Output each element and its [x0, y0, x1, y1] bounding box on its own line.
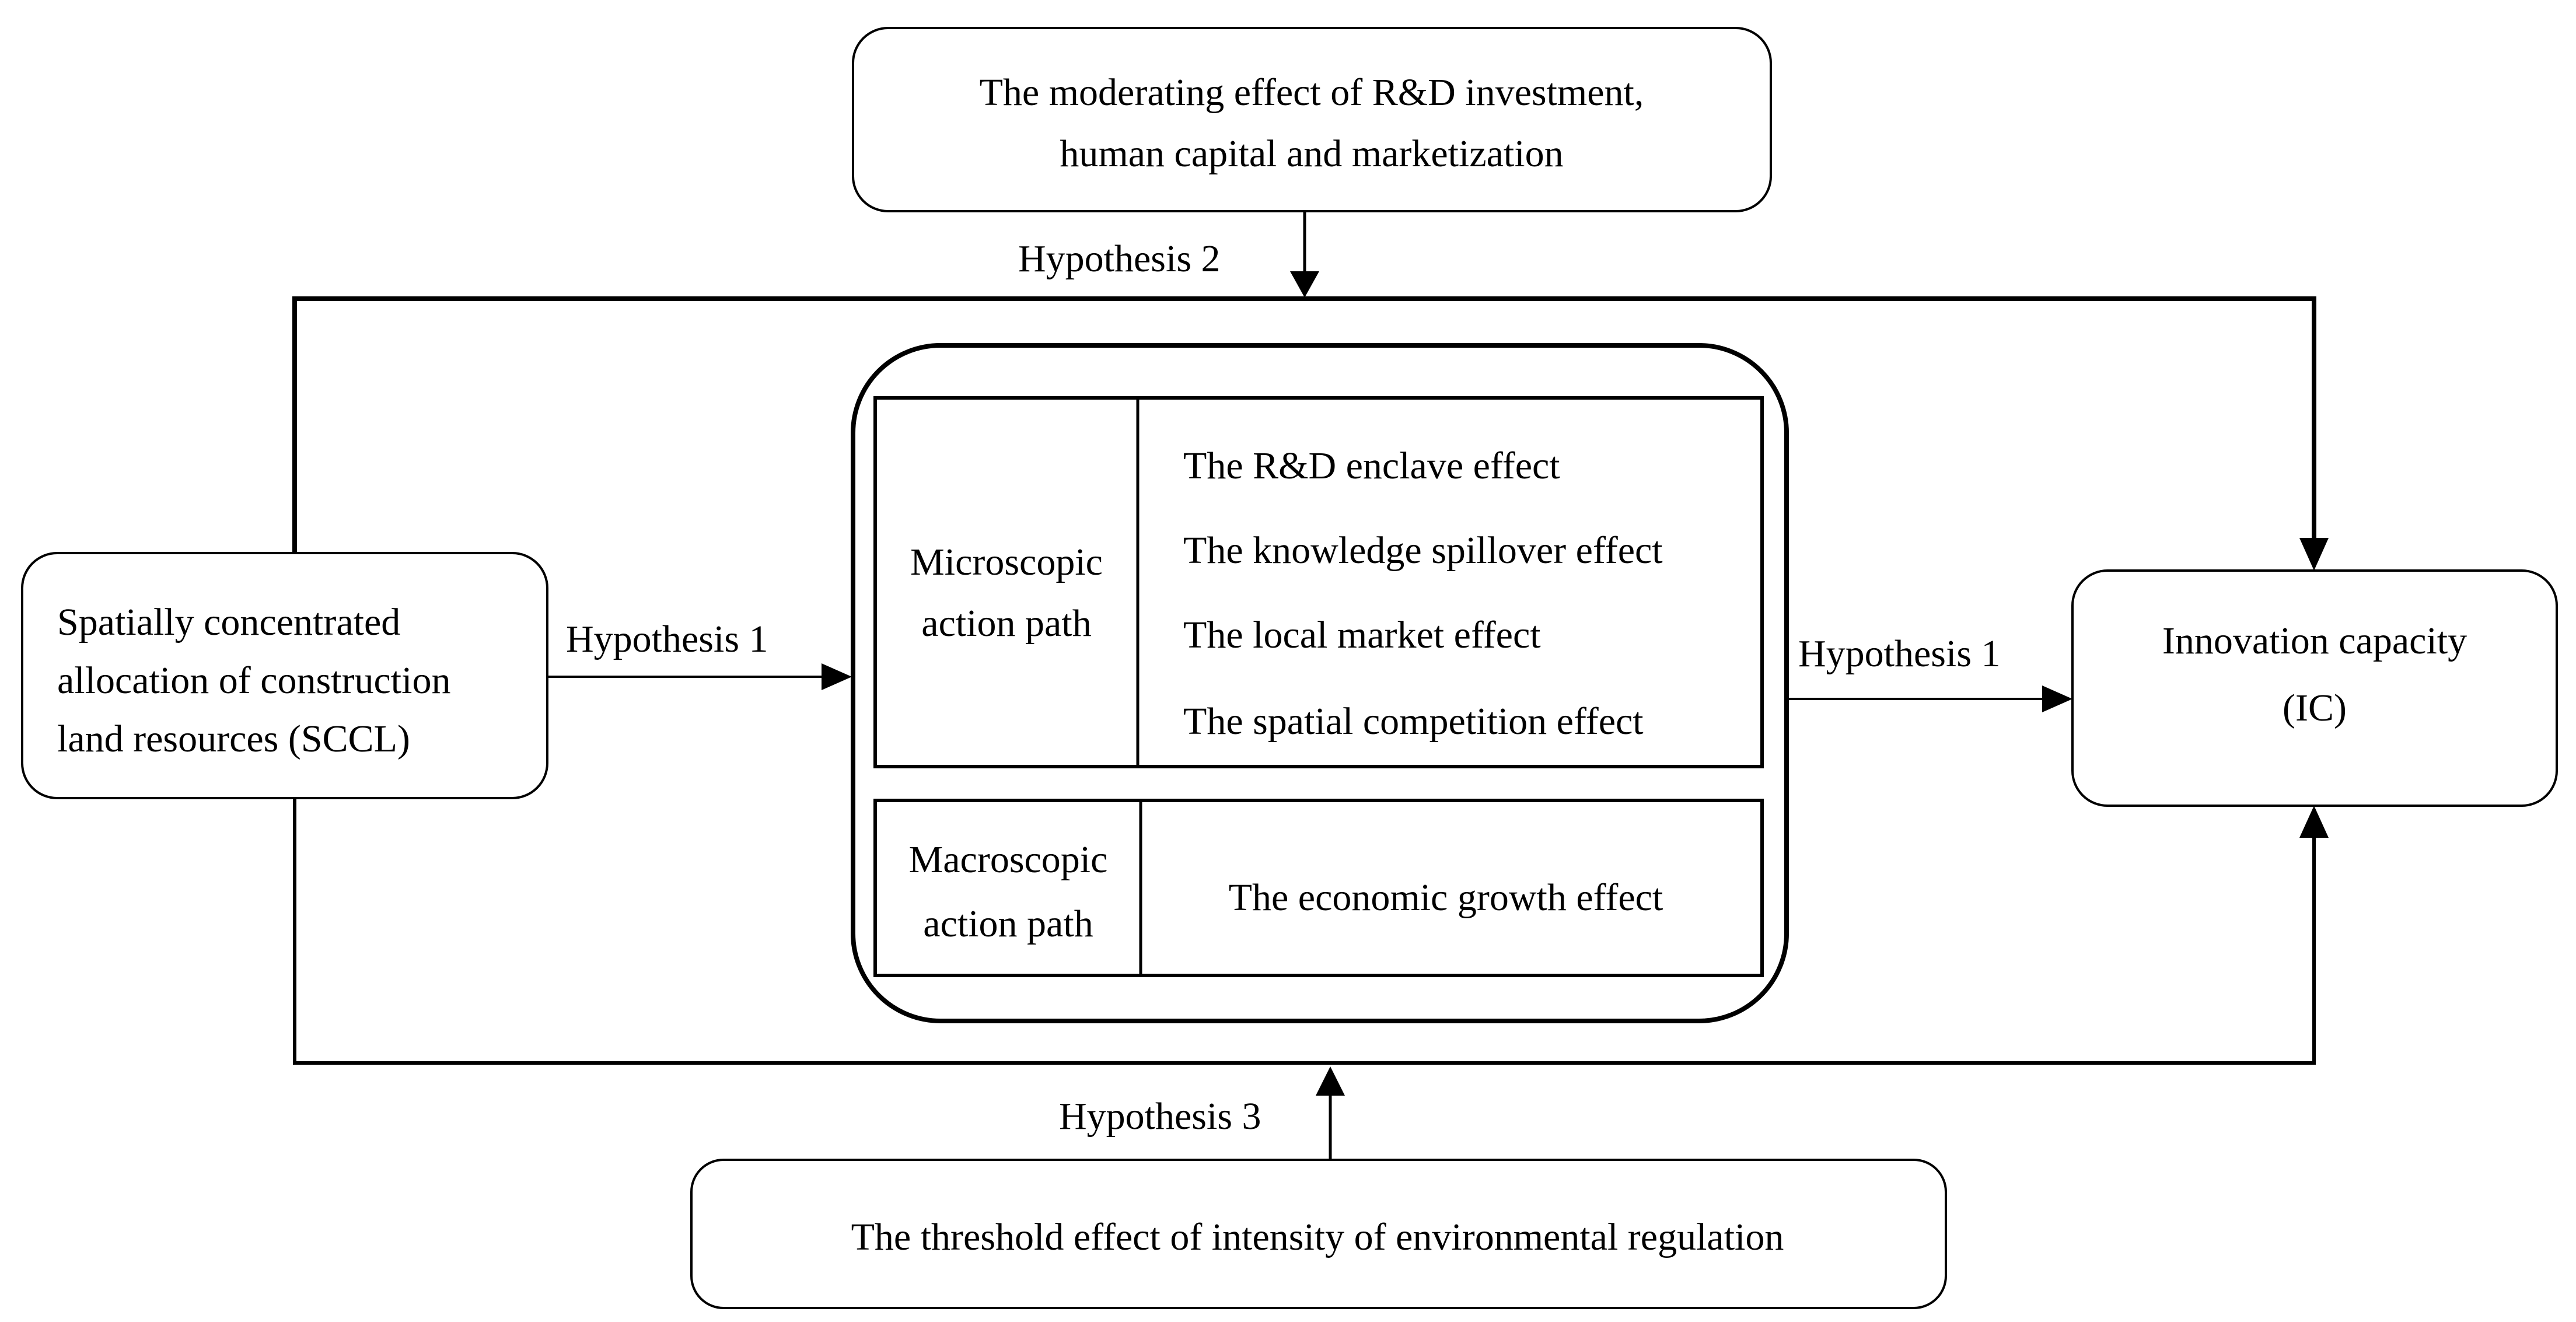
microscopic-path-table: Microscopic action path The R&D enclave … [873, 396, 1764, 768]
macroscopic-path-table: Macroscopic action path The economic gro… [873, 799, 1764, 977]
moderating-effect-line1: The moderating effect of R&D investment, [980, 71, 1644, 114]
hypothesis-1-right-arrow [1787, 686, 2072, 712]
micro-effect-local-market: The local market effect [1183, 614, 1541, 656]
sccl-line3: land resources (SCCL) [57, 718, 410, 760]
hypothesis-1-right-label: Hypothesis 1 [1798, 632, 2001, 675]
macro-effect-economic-growth: The economic growth effect [1229, 876, 1663, 919]
innovation-capacity-box: Innovation capacity (IC) [2071, 569, 2558, 807]
micro-effect-rd-enclave: The R&D enclave effect [1183, 445, 1560, 487]
threshold-effect-text: The threshold effect of intensity of env… [851, 1216, 1784, 1258]
microscopic-label-line1: Microscopic [910, 541, 1103, 583]
sccl-line2: allocation of construction [57, 659, 450, 702]
sccl-line1: Spatially concentrated [57, 601, 400, 643]
moderating-effect-box: The moderating effect of R&D investment,… [852, 27, 1772, 212]
macroscopic-label-line2: action path [923, 903, 1093, 945]
threshold-effect-box: The threshold effect of intensity of env… [690, 1159, 1947, 1309]
action-path-container: Microscopic action path The R&D enclave … [851, 343, 1789, 1023]
hypothesis-2-arrow [1290, 211, 1319, 298]
microscopic-label-line2: action path [921, 602, 1091, 645]
macroscopic-label-line1: Macroscopic [909, 838, 1108, 881]
bottom-connector [293, 798, 2329, 1065]
micro-effect-spatial-competition: The spatial competition effect [1183, 700, 1644, 743]
sccl-box: Spatially concentrated allocation of con… [21, 552, 548, 799]
hypothesis-3-label: Hypothesis 3 [1059, 1095, 1261, 1138]
moderating-effect-line2: human capital and marketization [1060, 132, 1563, 175]
top-connector [292, 296, 2329, 571]
hypothesis-2-label: Hypothesis 2 [1018, 237, 1221, 280]
innovation-capacity-line2: (IC) [2283, 687, 2347, 729]
micro-effect-knowledge-spillover: The knowledge spillover effect [1183, 529, 1663, 572]
hypothesis-3-arrow [1316, 1066, 1345, 1160]
innovation-capacity-line1: Innovation capacity [2162, 620, 2467, 662]
hypothesis-1-left-label: Hypothesis 1 [566, 618, 768, 660]
hypothesis-1-left-arrow [547, 663, 852, 690]
